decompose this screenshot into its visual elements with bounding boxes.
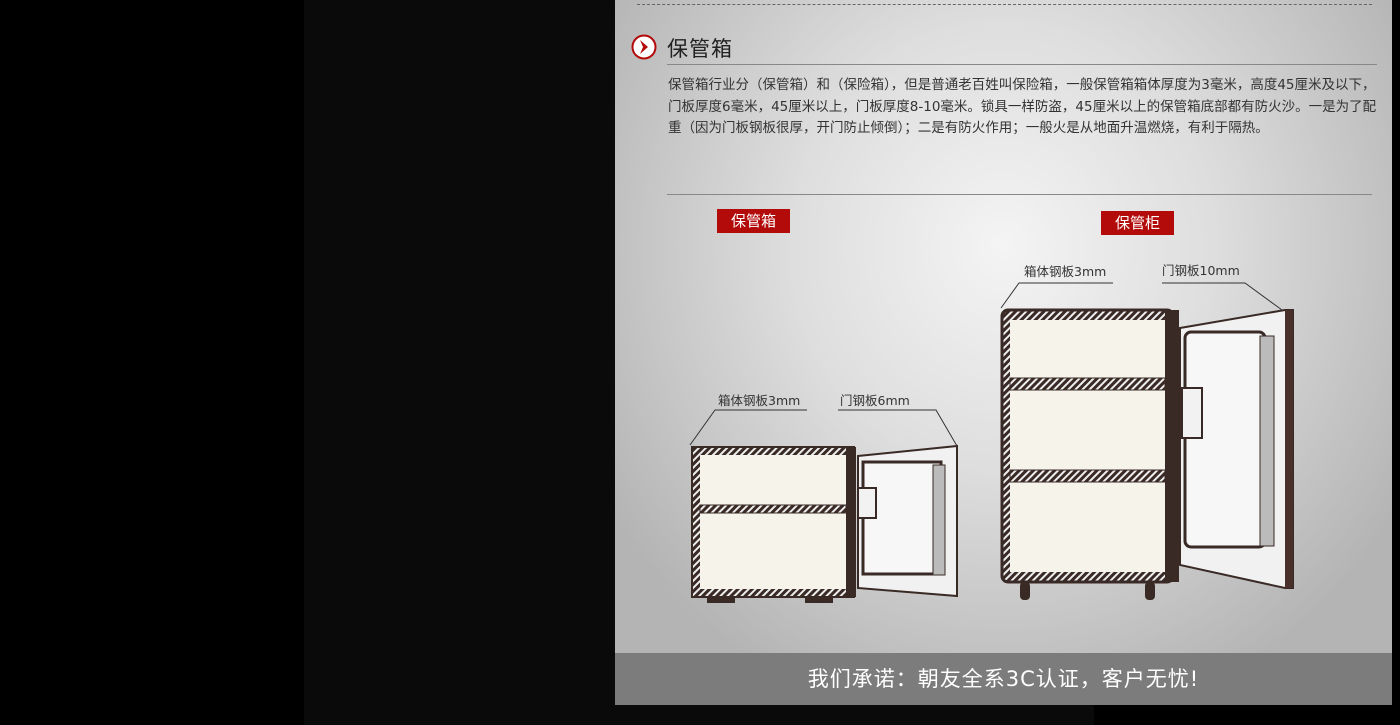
tag-safe-cabinet: 保管柜 xyxy=(1101,211,1175,235)
cabinet-door-label: 门钢板10mm xyxy=(1162,263,1240,278)
tag-safe-box: 保管箱 xyxy=(717,209,791,233)
chevron-right-circle-icon xyxy=(631,34,657,60)
safe-box-diagram xyxy=(689,409,958,603)
dashed-divider xyxy=(637,4,1372,5)
safe-cabinet-diagram xyxy=(1000,282,1294,600)
box-door-label: 门钢板6mm xyxy=(840,393,910,408)
title-divider xyxy=(667,64,1377,65)
section-description: 保管箱行业分（保管箱）和（保险箱），但是普通老百姓叫保险箱，一般保管箱箱体厚度为… xyxy=(668,77,1377,136)
cabinet-body-label: 箱体钢板3mm xyxy=(1024,264,1107,279)
box-body-label: 箱体钢板3mm xyxy=(718,393,801,408)
content-area: 保管箱 保管箱行业分（保管箱）和（保险箱），但是普通老百姓叫保险箱，一般保管箱箱… xyxy=(615,0,1392,705)
footer-promise-banner: 我们承诺：朝友全系3C认证，客户无忧! xyxy=(615,653,1392,705)
safe-illustrations xyxy=(689,282,1294,603)
description-divider xyxy=(667,194,1372,195)
section-title: 保管箱 xyxy=(667,37,733,61)
content-panel: 保管箱 保管箱行业分（保管箱）和（保险箱），但是普通老百姓叫保险箱，一般保管箱箱… xyxy=(304,0,1392,725)
